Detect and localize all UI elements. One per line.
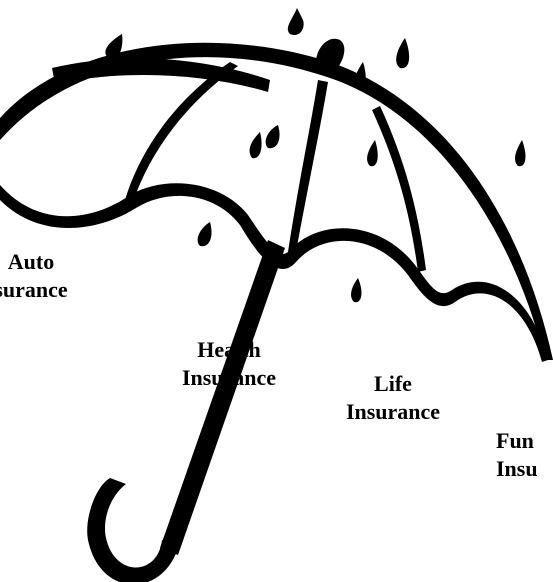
umbrella-tip: [316, 38, 345, 72]
label-auto-insurance: Auto surance: [0, 248, 106, 304]
raindrops: [105, 8, 526, 303]
raindrop-icon: [197, 222, 212, 247]
raindrop-icon: [515, 140, 526, 167]
raindrop-icon: [396, 38, 410, 69]
umbrella-handle-hook: [87, 478, 178, 582]
label-health-insurance: Health Insurance: [154, 336, 304, 392]
raindrop-icon: [367, 140, 378, 167]
label-funeral-insurance: Fun Insu: [496, 427, 553, 483]
label-life-line1: Life: [374, 371, 412, 396]
umbrella-rib-1: [125, 62, 238, 202]
umbrella-handle-shaft: [160, 240, 285, 555]
raindrop-icon: [105, 34, 123, 59]
raindrop-icon: [287, 8, 304, 36]
raindrop-icon: [249, 132, 262, 159]
raindrop-icon: [265, 125, 280, 149]
umbrella-rib-3: [372, 106, 426, 272]
raindrop-icon: [355, 62, 366, 89]
umbrella-rib-left-top: [52, 58, 270, 92]
umbrella-rib-2: [288, 80, 328, 252]
label-health-line1: Health: [197, 337, 261, 362]
label-life-line2: Insurance: [345, 399, 441, 424]
label-life-insurance: Life Insurance: [318, 370, 468, 426]
label-health-line2: Insurance: [181, 365, 277, 390]
label-funeral-line2: Insu: [496, 456, 538, 481]
label-auto-line1: Auto: [7, 249, 55, 274]
umbrella-canopy-outer-arc: [0, 42, 553, 360]
label-auto-line2: surance: [0, 277, 68, 302]
raindrop-icon: [351, 278, 362, 303]
label-funeral-line1: Fun: [496, 428, 534, 453]
